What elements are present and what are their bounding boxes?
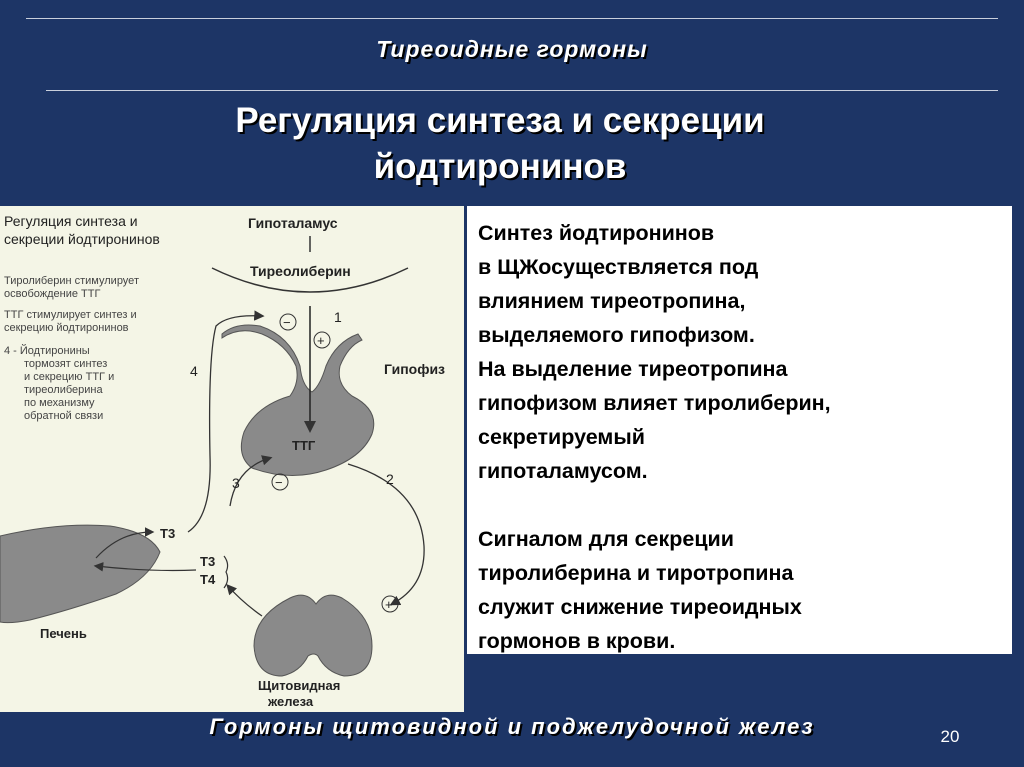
panel-line-6: гипофизом влияет тиролиберин, <box>478 391 831 415</box>
pituitary-label: Гипофиз <box>384 361 445 377</box>
regulation-diagram: Регуляция синтеза и секреции йодтиронино… <box>0 206 464 712</box>
note1-line1: Тиролиберин стимулирует <box>4 275 139 287</box>
panel-line-8: гипоталамусом. <box>478 459 648 483</box>
thyroliberin-label: Тиреолиберин <box>250 263 351 279</box>
title-line-2: йодтиронинов <box>373 147 627 186</box>
note3-line4: тиреолиберина <box>24 384 103 396</box>
step-3-label: 3 <box>232 475 240 491</box>
t4-to-liver-arrow <box>93 562 197 572</box>
hypothalamus-label: Гипоталамус <box>248 215 338 231</box>
panel-line-3: влиянием тиреотропина, <box>478 289 746 313</box>
panel-line-11: служит снижение тиреоидных <box>478 595 802 619</box>
minus-marker-top <box>279 313 297 331</box>
panel-line-10: тиролиберина и тиротропина <box>478 561 794 585</box>
slide-topic: Тиреоидные гормоны <box>376 36 648 62</box>
diagram-heading-1: Регуляция синтеза и <box>4 213 138 229</box>
plus-sign-thyroid: + <box>385 597 393 612</box>
plus-marker-top <box>313 331 331 349</box>
liver-t3-arrow <box>95 527 155 559</box>
minus-marker-mid <box>271 473 289 491</box>
hypothalamus-arc <box>211 267 409 293</box>
note2-line2: секрецию йодтиронинов <box>4 322 129 334</box>
t-brace <box>223 555 229 589</box>
t4-thyroid-label: T4 <box>200 572 216 587</box>
panel-line-12: гормонов в крови. <box>478 629 676 653</box>
liver-label: Печень <box>40 626 87 641</box>
step-2-label: 2 <box>386 471 394 487</box>
t3-thyroid-label: T3 <box>200 554 215 569</box>
panel-line-2: в ЩЖосуществляется под <box>478 255 759 279</box>
panel-line-5: На выделение тиреотропина <box>478 357 788 381</box>
plus-sign-top: + <box>317 333 325 348</box>
plus-marker-thyroid <box>381 595 399 613</box>
step-4-label: 4 <box>190 363 198 379</box>
note1-line2: освобождение ТТГ <box>4 288 100 300</box>
feedback-arrow-4 <box>187 310 265 533</box>
panel-line-1: Синтез йодтиронинов <box>478 221 715 245</box>
feedback-arrow-3 <box>229 455 273 507</box>
tsh-arrow-2 <box>347 463 425 606</box>
note3-line6: обратной связи <box>24 410 103 422</box>
title-rule <box>46 90 998 91</box>
diagram-heading-2: секреции йодтиронинов <box>4 231 160 247</box>
note3-line5: по механизму <box>24 397 95 409</box>
minus-sign-mid: − <box>275 475 283 490</box>
panel-line-7: секретируемый <box>478 425 645 449</box>
thyroid-label-1: Щитовидная <box>258 678 340 693</box>
page-number: 20 <box>940 727 960 746</box>
title-line-1: Регуляция синтеза и секреции <box>235 101 765 140</box>
liver-shape <box>0 524 161 624</box>
tsh-label: ТТГ <box>292 438 316 453</box>
note3-line1: 4 - Йодтиронины <box>4 344 90 357</box>
top-rule <box>26 18 998 19</box>
thyroid-hormone-arrow <box>226 584 263 617</box>
t3-liver-label: T3 <box>160 526 175 541</box>
pituitary-shape <box>221 324 375 477</box>
diagram-svg: Регуляция синтеза и секреции йодтиронино… <box>0 213 445 709</box>
slide-footer: Гормоны щитовидной и поджелудочной желез <box>209 714 815 739</box>
thyroid-label-2: железа <box>267 694 314 709</box>
note3-line3: и секрецию ТТГ и <box>24 371 114 383</box>
minus-sign-top: − <box>283 315 291 330</box>
thyroid-shape <box>253 594 373 677</box>
text-panel: Синтез йодтиронинов в ЩЖосуществляется п… <box>467 206 1012 654</box>
note3-line2: тормозят синтез <box>24 358 107 370</box>
slide-title: Регуляция синтеза и секреции йодтиронино… <box>150 98 850 190</box>
step-1-label: 1 <box>334 309 342 325</box>
panel-line-9: Сигналом для секреции <box>478 527 734 551</box>
note2-line1: ТТГ стимулирует синтез и <box>4 309 137 321</box>
panel-line-4: выделяемого гипофизом. <box>478 323 755 347</box>
